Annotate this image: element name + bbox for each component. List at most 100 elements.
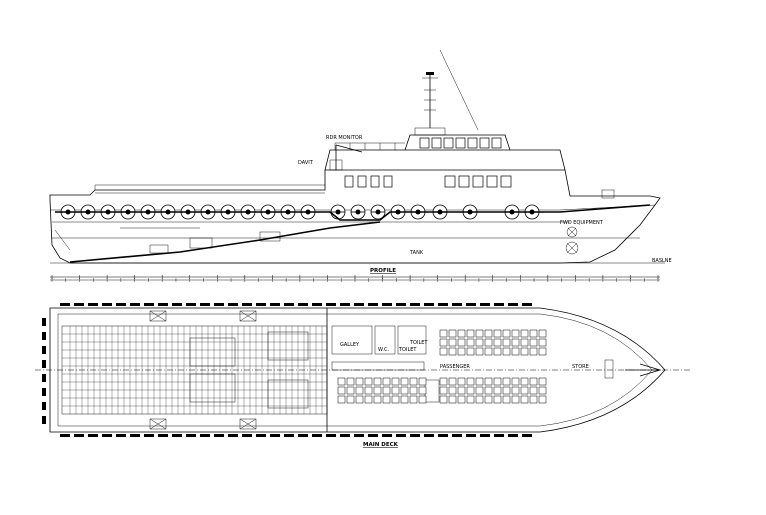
fender-segment [88, 434, 98, 437]
seat [448, 329, 457, 338]
cargo-rail [94, 184, 325, 190]
seat [511, 338, 520, 347]
seat [520, 395, 529, 404]
deck-plan: GALLEY W.C. TOILET TOILET PASSENGER STOR… [35, 278, 690, 448]
cargo-hatches [149, 310, 309, 430]
seat [337, 377, 346, 386]
seat [373, 377, 382, 386]
seat [502, 329, 511, 338]
seat [364, 386, 373, 395]
fender-segment [326, 434, 336, 437]
fender-segment [242, 434, 252, 437]
seat [439, 386, 448, 395]
passenger-label: PASSENGER [440, 364, 470, 370]
fender-segment [144, 303, 154, 306]
bridge-window [491, 137, 502, 149]
fender-segment [508, 303, 518, 306]
fender-segment [368, 303, 378, 306]
seat [337, 386, 346, 395]
bridge-window [467, 137, 478, 149]
seat [529, 338, 538, 347]
seat [484, 347, 493, 356]
raft-hub [355, 209, 361, 215]
seat [457, 338, 466, 347]
seat [466, 347, 475, 356]
radar-label: RDR MONITOR [326, 135, 363, 141]
seat [529, 377, 538, 386]
seat [520, 347, 529, 356]
seat [418, 386, 427, 395]
fender-segment [368, 434, 378, 437]
seat [355, 395, 364, 404]
fender-segment [186, 434, 196, 437]
seat [391, 386, 400, 395]
seat [529, 395, 538, 404]
window [500, 175, 512, 188]
tank-label: TANK [409, 250, 424, 256]
fender-segment [396, 434, 406, 437]
seat [502, 347, 511, 356]
fender-segment [284, 303, 294, 306]
seat [493, 338, 502, 347]
seat [493, 377, 502, 386]
life-raft-canister-icon [330, 204, 346, 220]
baseline-label: BASLNE [652, 258, 672, 264]
fender-segment [214, 434, 224, 437]
fender-segment [200, 303, 210, 306]
bridge-window [419, 137, 430, 149]
seat [373, 386, 382, 395]
bridge-window [479, 137, 490, 149]
fender-segments [42, 303, 532, 437]
fender-segment [424, 434, 434, 437]
fender-segment [466, 434, 476, 437]
seat [439, 347, 448, 356]
fender-stern [42, 416, 46, 424]
fender-segment [452, 434, 462, 437]
fender-segment [340, 303, 350, 306]
seat [475, 377, 484, 386]
fender-segment [424, 303, 434, 306]
fender-segment [522, 434, 532, 437]
davit-crane [329, 144, 363, 171]
seat [382, 386, 391, 395]
fender-segment [438, 303, 448, 306]
fender-segment [410, 303, 420, 306]
fender-segment [172, 303, 182, 306]
fender-segment [438, 434, 448, 437]
fender-stern [42, 374, 46, 382]
fender-segment [116, 303, 126, 306]
seat [439, 395, 448, 404]
seat [457, 347, 466, 356]
toilet-a-label: TOILET [398, 347, 417, 353]
fender-line [55, 204, 651, 221]
fender-segment [284, 434, 294, 437]
seat [346, 395, 355, 404]
fender-segment [228, 303, 238, 306]
seat [448, 395, 457, 404]
seat [529, 329, 538, 338]
seat [502, 386, 511, 395]
seat [520, 338, 529, 347]
seat [493, 329, 502, 338]
bow-equipment [565, 189, 615, 255]
seat [409, 386, 418, 395]
seat [484, 329, 493, 338]
fender-segment [494, 434, 504, 437]
fwd-equipment-label: FWD EQUIPMENT [560, 220, 604, 226]
seat [355, 386, 364, 395]
seat [418, 377, 427, 386]
anchor-icon [604, 359, 662, 379]
toilet-b-label: TOILET [409, 340, 428, 346]
fender-segment [452, 303, 462, 306]
shaft-line [69, 221, 381, 263]
fender-segment [312, 434, 322, 437]
seat [418, 395, 427, 404]
seat [466, 395, 475, 404]
seat [484, 377, 493, 386]
seat [409, 377, 418, 386]
fender-stern [42, 346, 46, 354]
seat [457, 386, 466, 395]
seat [364, 377, 373, 386]
seat [475, 338, 484, 347]
seat [448, 338, 457, 347]
